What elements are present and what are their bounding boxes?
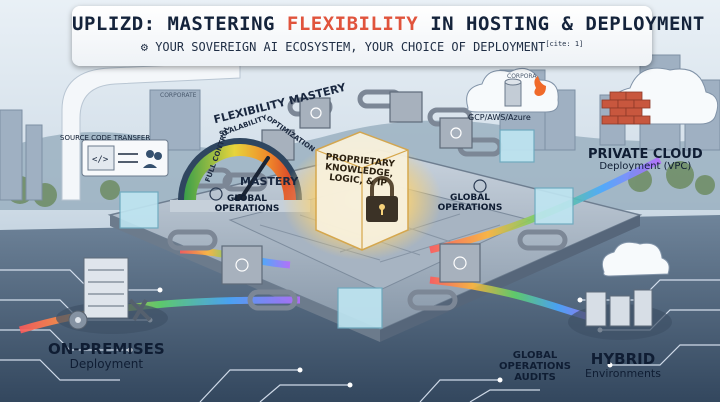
title-banner: UPLIZD: MASTERING FLEXIBILITY IN HOSTING…: [72, 6, 704, 66]
flexibility-gauge: [170, 138, 310, 212]
corporate-building-label-right: CORPORA: [507, 73, 537, 80]
on-premises-title: ON-PREMISES: [48, 340, 165, 358]
mastery-label: MASTERY: [240, 175, 299, 188]
on-premises-subtitle: Deployment: [69, 356, 144, 371]
corporate-building-label-left: CORPORATE: [160, 92, 197, 99]
subtitle-text: YOUR SOVEREIGN AI ECOSYSTEM, YOUR CHOICE…: [155, 40, 546, 54]
page-subtitle: ⚙ YOUR SOVEREIGN AI ECOSYSTEM, YOUR CHOI…: [72, 40, 652, 54]
private-cloud-label: PRIVATE CLOUD Deployment (VPC): [588, 148, 703, 172]
padlock-icon: [366, 176, 398, 222]
svg-text:</>: </>: [92, 155, 109, 165]
hybrid-environment-icon: [568, 241, 672, 340]
server-rack-icon: [56, 257, 168, 334]
hybrid-label: HYBRID Environments: [585, 350, 661, 380]
global-operations-label-left: GLOBAL OPERATIONS: [214, 194, 280, 214]
private-cloud-title: PRIVATE CLOUD: [588, 147, 703, 162]
title-prefix: UPLIZD: MASTERING: [72, 13, 287, 35]
cloud-providers-label: GCP/AWS/Azure: [468, 113, 531, 122]
hybrid-title: HYBRID: [590, 350, 656, 368]
hybrid-subtitle: Environments: [585, 366, 661, 380]
title-suffix: IN HOSTING & DEPLOYMENT: [418, 13, 705, 35]
audits-label: GLOBAL OPERATIONS AUDITS: [499, 350, 571, 383]
page-title: UPLIZD: MASTERING FLEXIBILITY IN HOSTING…: [72, 13, 704, 35]
title-accent-word: FLEXIBILITY: [286, 13, 419, 35]
citation-marker: [cite: 1]: [545, 40, 584, 48]
private-cloud-subtitle: Deployment (VPC): [599, 160, 692, 172]
code-monitor-icon: </>: [81, 139, 169, 177]
network-icon: ⚙: [140, 40, 156, 54]
source-code-label: SOURCE CODE TRANSFER: [60, 134, 151, 142]
private-cloud-icon: [601, 67, 719, 125]
public-cloud-icon: [466, 67, 559, 113]
on-premises-label: ON-PREMISES Deployment: [48, 340, 165, 371]
global-operations-label-right: GLOBAL OPERATIONS: [437, 193, 503, 213]
